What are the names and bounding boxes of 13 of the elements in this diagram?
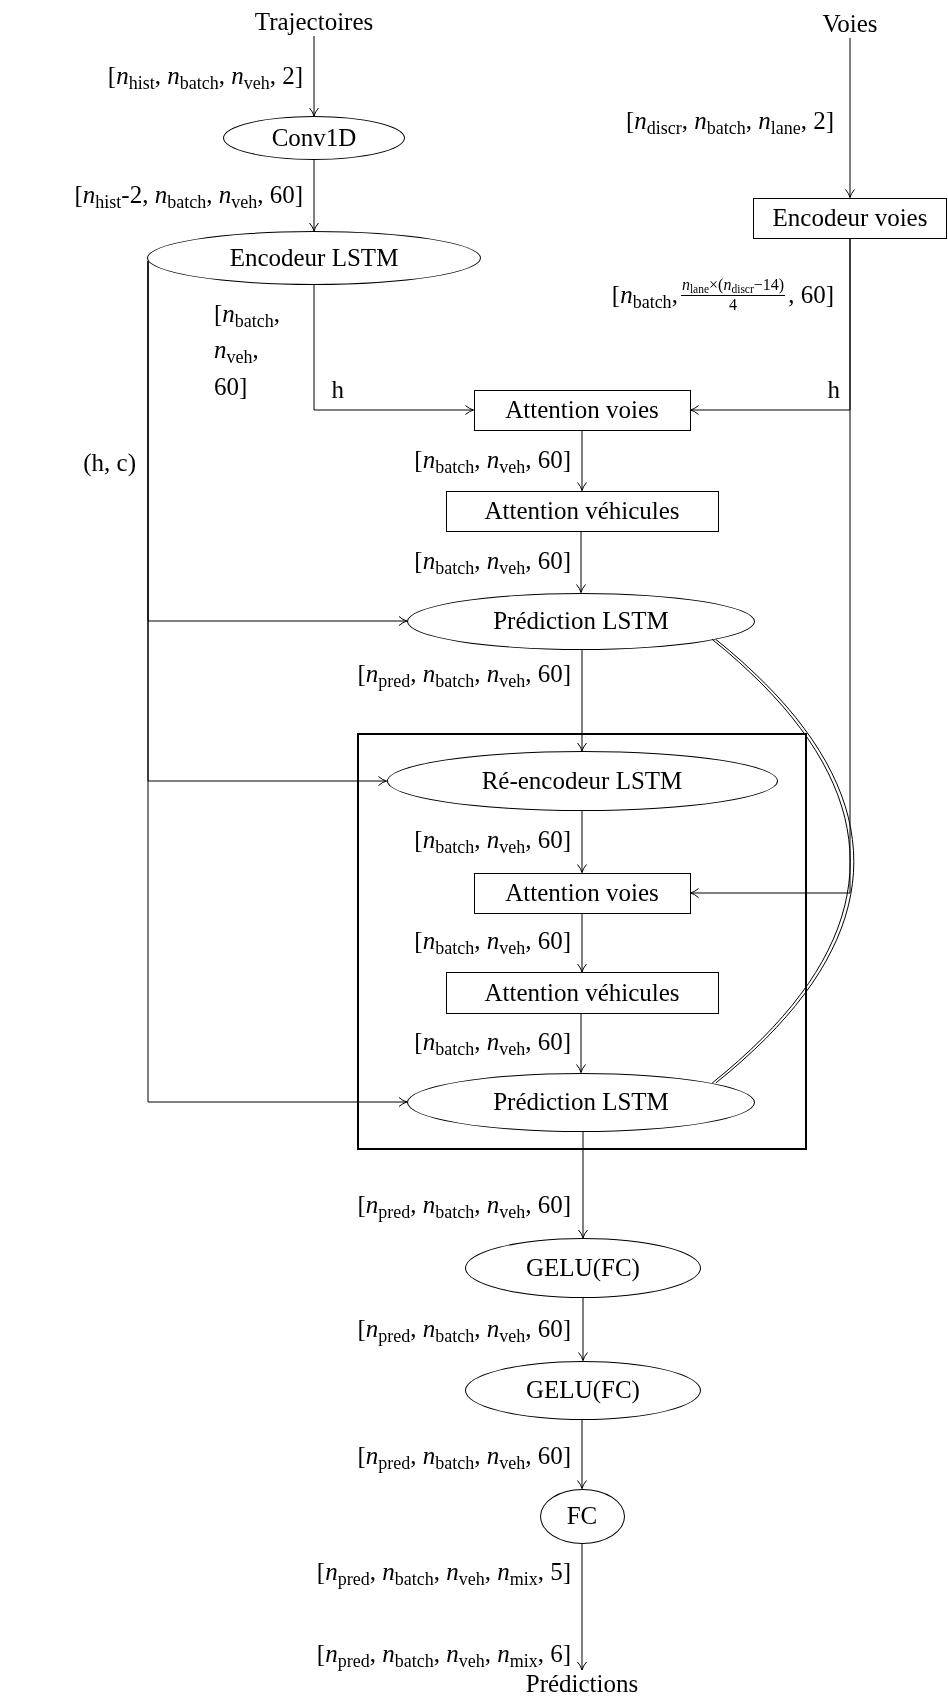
fraction-denominator: 4 <box>729 296 737 314</box>
input-label: Voies <box>822 10 878 38</box>
process-box: Encodeur voies <box>753 197 947 239</box>
input-label: Trajectoires <box>254 8 374 36</box>
process-box: Attention voies <box>473 389 691 431</box>
process-box: Attention véhicules <box>445 490 719 532</box>
output-label: Prédictions <box>525 1670 639 1698</box>
fraction-numerator: n$_{lane}$×(n$_{discr}$−14) <box>680 276 786 296</box>
dimension-text: [n$_{batch}$, <box>611 281 678 309</box>
process-box: Attention voies <box>473 872 691 914</box>
double-line-connector <box>711 638 855 1084</box>
process-box: Attention véhicules <box>445 972 719 1014</box>
dimension-text: , 60] <box>788 281 834 309</box>
